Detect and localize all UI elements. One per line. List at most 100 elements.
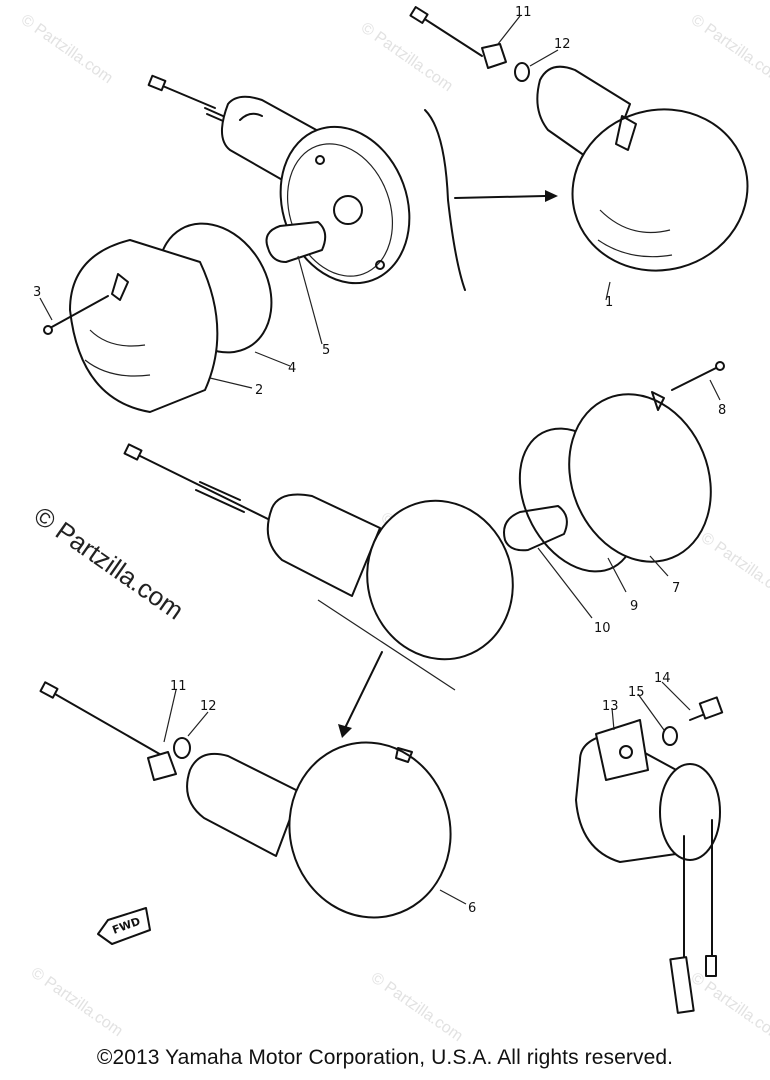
relay-end-cap <box>659 763 721 861</box>
wire-connector <box>147 74 167 92</box>
callout-15: 15 <box>628 685 645 700</box>
washer <box>173 737 191 759</box>
fwd-arrow-icon <box>97 907 151 945</box>
watermark-tile: © Partzilla.com <box>688 969 770 1045</box>
leader-10 <box>537 547 593 619</box>
lens-dome <box>288 741 452 919</box>
leader-15 <box>637 693 665 731</box>
wire-connector <box>123 443 143 461</box>
lens-dome <box>571 108 749 272</box>
stem <box>186 752 301 857</box>
lens-tab <box>395 747 413 763</box>
leader-2 <box>209 377 253 389</box>
callout-14: 14 <box>654 671 671 686</box>
callout-4: 4 <box>288 361 296 376</box>
watermark-tile: © Partzilla.com <box>28 964 126 1040</box>
lens-tab <box>111 273 129 301</box>
wire-lead <box>419 15 483 57</box>
lens-dome <box>366 499 514 661</box>
lens-ribs <box>597 209 673 258</box>
front-right-flasher-assembled <box>409 6 749 301</box>
lamp-housing <box>568 393 712 563</box>
bulb <box>265 221 327 263</box>
lens-ribs <box>84 329 151 377</box>
socket-hole <box>333 195 363 225</box>
callout-9: 9 <box>630 599 638 614</box>
relay-bracket <box>595 719 649 781</box>
leader-12 <box>529 49 559 67</box>
leader-11 <box>497 15 521 45</box>
washer <box>514 62 530 82</box>
nut <box>147 751 177 781</box>
screw-hole <box>315 155 325 165</box>
leader-4 <box>254 351 291 367</box>
leader-6 <box>439 889 467 905</box>
leader-5 <box>297 255 323 345</box>
stem <box>266 493 381 597</box>
brand-watermark: © Partzilla.com <box>29 500 190 625</box>
leader-9 <box>607 557 627 593</box>
watermark-tile: © Partzilla.com <box>368 969 466 1045</box>
lens-screw <box>49 295 109 329</box>
wire-connector <box>409 6 429 24</box>
callout-13: 13 <box>602 699 619 714</box>
leader-13 <box>611 707 615 731</box>
rear-left-flasher-assembled <box>39 681 467 919</box>
wire-lead <box>47 689 171 761</box>
front-left-flasher-assembly <box>39 74 411 413</box>
relay-plug <box>669 956 695 1014</box>
callout-12-top: 12 <box>554 37 571 52</box>
callout-11-top: 11 <box>515 5 532 20</box>
callout-1: 1 <box>605 295 613 310</box>
wire-sleeve <box>195 481 245 513</box>
callout-10: 10 <box>594 621 611 636</box>
wire-lead <box>157 83 216 109</box>
callout-12-bottom: 12 <box>200 699 217 714</box>
leader-7 <box>649 555 669 577</box>
watermark-tile: © Partzilla.com <box>18 11 116 87</box>
arrow-line <box>344 651 383 729</box>
arrow-line <box>454 195 546 199</box>
callout-numbers: 1 2 3 4 5 6 7 8 9 10 11 12 11 12 13 14 1… <box>33 5 726 916</box>
lens <box>69 239 219 413</box>
screw-head <box>698 696 724 720</box>
bulb <box>503 505 568 552</box>
callout-7: 7 <box>672 581 680 596</box>
leader-3 <box>39 297 53 321</box>
screw-hole <box>375 260 385 270</box>
callout-6: 6 <box>468 901 476 916</box>
callout-2: 2 <box>255 383 263 398</box>
relay-plug <box>705 955 717 977</box>
flasher-relay-assembly <box>575 681 724 1014</box>
copyright-footer: ©2013 Yamaha Motor Corporation, U.S.A. A… <box>96 1046 674 1069</box>
forward-direction-indicator: FWD <box>97 907 151 945</box>
housing-tab <box>651 391 665 411</box>
leader-14 <box>661 681 691 711</box>
callout-3: 3 <box>33 285 41 300</box>
housing-screw <box>671 365 721 391</box>
leader-8 <box>709 379 721 401</box>
watermark-tile: © Partzilla.com <box>688 11 770 87</box>
wire-connector <box>39 681 59 699</box>
washer <box>662 726 678 746</box>
wire-lead <box>131 451 271 521</box>
group-bracket <box>424 109 466 291</box>
nut <box>481 43 507 69</box>
arrow-head <box>545 190 558 202</box>
callout-11-bottom: 11 <box>170 679 187 694</box>
watermark-tile: © Partzilla.com <box>698 529 770 605</box>
screw-head <box>715 361 725 371</box>
callout-8: 8 <box>718 403 726 418</box>
ground-line <box>317 599 456 691</box>
callout-5: 5 <box>322 343 330 358</box>
screw-head <box>43 325 53 335</box>
stem-detail <box>239 112 263 121</box>
arrow-head <box>338 724 352 738</box>
leader-1 <box>605 281 611 301</box>
leader-11 <box>163 689 177 743</box>
leader-12 <box>187 711 209 737</box>
bracket-hole <box>619 745 633 759</box>
rear-flasher-assembly <box>123 361 725 691</box>
lens-tab <box>615 115 637 151</box>
